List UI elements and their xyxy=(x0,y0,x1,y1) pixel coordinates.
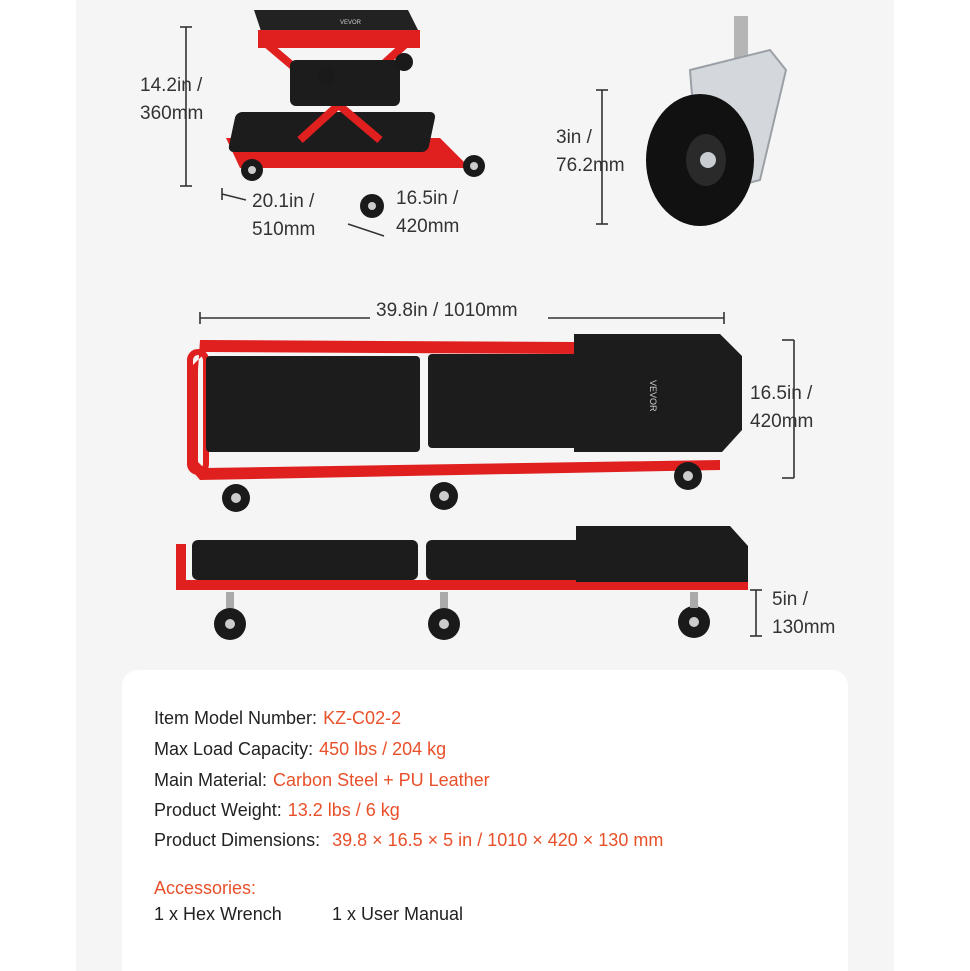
spec-material: Main Material:Carbon Steel + PU Leather xyxy=(154,770,490,790)
brand-logo: VEVOR xyxy=(648,380,658,412)
caster-height-label: 3in /76.2mm xyxy=(556,127,625,176)
dimension-lines xyxy=(180,26,795,637)
creeper-width-label: 16.5in /420mm xyxy=(750,383,814,432)
stool-height-label: 14.2in /360mm xyxy=(140,75,204,124)
spec-load-capacity: Max Load Capacity:450 lbs / 204 kg xyxy=(154,739,447,759)
creeper-top-view: VEVOR xyxy=(187,334,742,512)
creeper-height-label: 5in /130mm xyxy=(772,589,836,638)
creeper-side-view xyxy=(176,526,748,640)
stool-width-label: 16.5in /420mm xyxy=(396,188,460,237)
caster-view xyxy=(646,16,788,226)
spec-weight: Product Weight:13.2 lbs / 6 kg xyxy=(154,800,400,820)
accessory-item: 1 x Hex Wrench xyxy=(154,904,282,924)
accessory-item: 1 x User Manual xyxy=(332,904,464,924)
spec-card: Item Model Number:KZ-C02-2 Max Load Capa… xyxy=(122,670,848,971)
spec-dimensions: Product Dimensions:39.8 × 16.5 × 5 in / … xyxy=(154,830,664,850)
accessories-title: Accessories: xyxy=(154,878,257,898)
stool-length-label: 20.1in /510mm xyxy=(252,191,316,240)
creeper-length-label: 39.8in / 1010mm xyxy=(376,300,518,321)
creeper-illustration: VEVOR VEVOR xyxy=(176,10,795,640)
brand-logo: VEVOR xyxy=(340,20,362,26)
spec-model: Item Model Number:KZ-C02-2 xyxy=(154,708,402,728)
stool-view: VEVOR xyxy=(226,10,485,218)
